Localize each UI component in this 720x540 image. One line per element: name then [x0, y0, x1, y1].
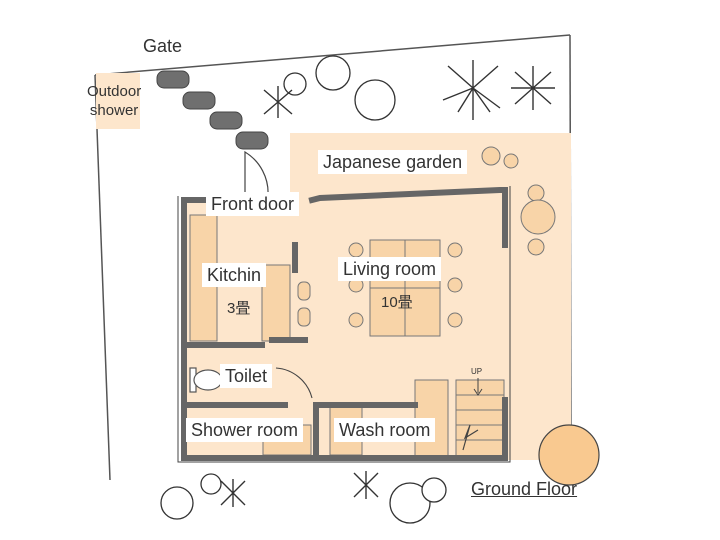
- toilet-door-swing: [275, 367, 313, 399]
- orange-tree: [538, 424, 600, 486]
- walls: [181, 187, 508, 461]
- gate-label: Gate: [143, 36, 183, 56]
- outdoor-shower-area: [96, 73, 140, 129]
- stepping-stones: [156, 70, 269, 150]
- garden-stools: [481, 146, 556, 256]
- kitchen-size-label: 3畳: [227, 300, 251, 317]
- trees: [160, 55, 447, 524]
- front-door-swing: [244, 150, 269, 200]
- kitchen-label: Kitchin: [202, 263, 267, 287]
- stairs-arrow: [473, 378, 483, 396]
- wall-outline: [177, 186, 511, 463]
- toilet-fixture: [189, 367, 223, 393]
- bare-shrubs: [220, 60, 555, 507]
- living-room-label: Living room: [338, 257, 442, 281]
- japanese-garden-label: Japanese garden: [318, 150, 468, 174]
- stairs-up-label: UP: [471, 367, 483, 376]
- outdoor-shower-label: Outdoor shower: [82, 81, 146, 121]
- front-door-label: Front door: [206, 192, 300, 216]
- outdoor-shower-line2: shower: [89, 102, 139, 119]
- toilet-label: Toilet: [220, 364, 273, 388]
- floor-name-label: Ground Floor: [471, 479, 578, 499]
- outdoor-shower-line1: Outdoor: [87, 83, 142, 100]
- wash-room-label: Wash room: [334, 418, 436, 442]
- kitchen-stools: [297, 281, 311, 327]
- shower-room-label: Shower room: [186, 418, 304, 442]
- living-size-label: 10畳: [381, 294, 413, 311]
- living-chairs: [348, 242, 463, 328]
- stairs-break: [462, 424, 479, 451]
